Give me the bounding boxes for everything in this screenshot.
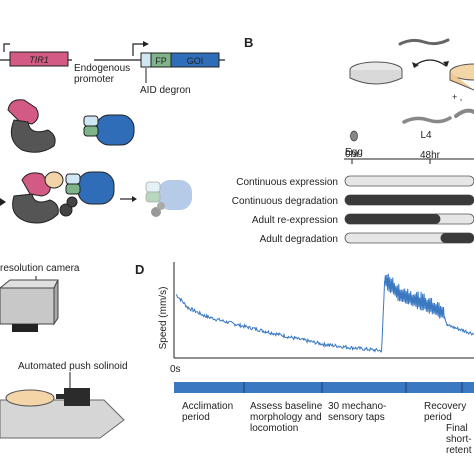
- swap-arrowhead-left: [412, 62, 419, 68]
- panel-letter-b: B: [244, 35, 253, 50]
- condition-bar-dark: [440, 233, 474, 243]
- solenoid-body: [64, 388, 90, 406]
- camera-lens: [12, 324, 38, 332]
- stage-egg-label: Egg: [345, 147, 363, 158]
- y-axis-label: Speed (mm/s): [158, 287, 169, 350]
- petri-dish-control-side: [349, 70, 403, 85]
- timeline-bar: [174, 382, 474, 393]
- swap-arrowhead-right: [443, 61, 449, 67]
- auxin-molecule: [44, 171, 64, 189]
- fp-tag: [83, 125, 99, 137]
- camera-label: resolution camera: [0, 263, 80, 274]
- time-48-label: 48hr: [420, 150, 441, 161]
- condition-label: Continuous degradation: [232, 196, 338, 207]
- adult-worm-icon: [454, 108, 474, 118]
- solenoid-label: Automated push solinoid: [18, 361, 128, 372]
- complex-tir1-body: [12, 193, 59, 224]
- egg-icon: [350, 130, 358, 142]
- phase-label: 30 mechano-sensory taps: [328, 401, 386, 423]
- complex-degron-tag: [65, 173, 81, 185]
- degraded-ubiquitin-1: [151, 207, 161, 217]
- camera-side: [53, 279, 59, 326]
- degraded-target: [158, 180, 192, 210]
- promoter-arrowhead: [143, 41, 149, 47]
- tir1-protein-body: [10, 119, 56, 153]
- fp-label: FP: [155, 56, 167, 66]
- tir1-box: [9, 51, 69, 67]
- condition-label: Continuous expression: [236, 177, 338, 188]
- condition-label: Adult degradation: [260, 234, 338, 245]
- l4-worm-icon: [402, 116, 452, 124]
- ubiquitin-1: [59, 203, 73, 217]
- complex-fp-tag: [65, 183, 81, 195]
- condition-label: Adult re-expression: [252, 215, 338, 226]
- panel-c: resolution camera Automated push solinoi…: [0, 263, 128, 439]
- speed-trace-line: [175, 273, 474, 353]
- target-protein: [95, 114, 135, 146]
- stage-platform: [0, 399, 125, 439]
- panel-letter-d: D: [135, 262, 144, 277]
- condition-bar-dark: [345, 195, 474, 205]
- solenoid-plunger: [56, 394, 66, 399]
- tir1-promoter-arrow: [3, 43, 10, 52]
- ubiquitin-2: [66, 196, 78, 208]
- degraded-fp: [145, 191, 161, 203]
- tir1-protein-head: [7, 99, 39, 125]
- complex-target-protein: [77, 171, 115, 205]
- goi-promoter-arrow: [132, 43, 146, 56]
- complex-arrow-in: [0, 198, 6, 206]
- panel-b: B + , Egg L4 0hr Continuous expressionCo…: [232, 35, 474, 245]
- degron-tag: [83, 115, 99, 127]
- goi-box: [170, 52, 220, 68]
- goi-label: GOI: [187, 56, 204, 66]
- x-start-label: 0s: [170, 364, 181, 375]
- panel-a: TIR1 FP GOI Endogenous promoter AID degr…: [0, 41, 225, 224]
- degraded-ubiquitin-2: [157, 202, 165, 210]
- condition-bar-dark: [345, 214, 441, 224]
- promoter-label-line1: Endogenous: [74, 63, 130, 74]
- assay-plate: [5, 389, 55, 407]
- condition-bar-light: [344, 175, 474, 187]
- promoter-label-line2: promoter: [74, 74, 115, 85]
- tir1-label: TIR1: [29, 55, 49, 65]
- time-0-text: 0hr: [345, 149, 360, 160]
- camera-body: [0, 287, 55, 325]
- worm-icon: [398, 38, 450, 46]
- degradation-arrowhead: [132, 196, 137, 202]
- auxin-plus-label: + ,: [452, 92, 462, 102]
- camera-top: [0, 279, 59, 289]
- stage-l4-label: L4: [420, 130, 432, 141]
- aid-degron-box: [140, 52, 152, 68]
- degron-label: AID degron: [140, 85, 191, 96]
- degraded-degron: [145, 181, 161, 193]
